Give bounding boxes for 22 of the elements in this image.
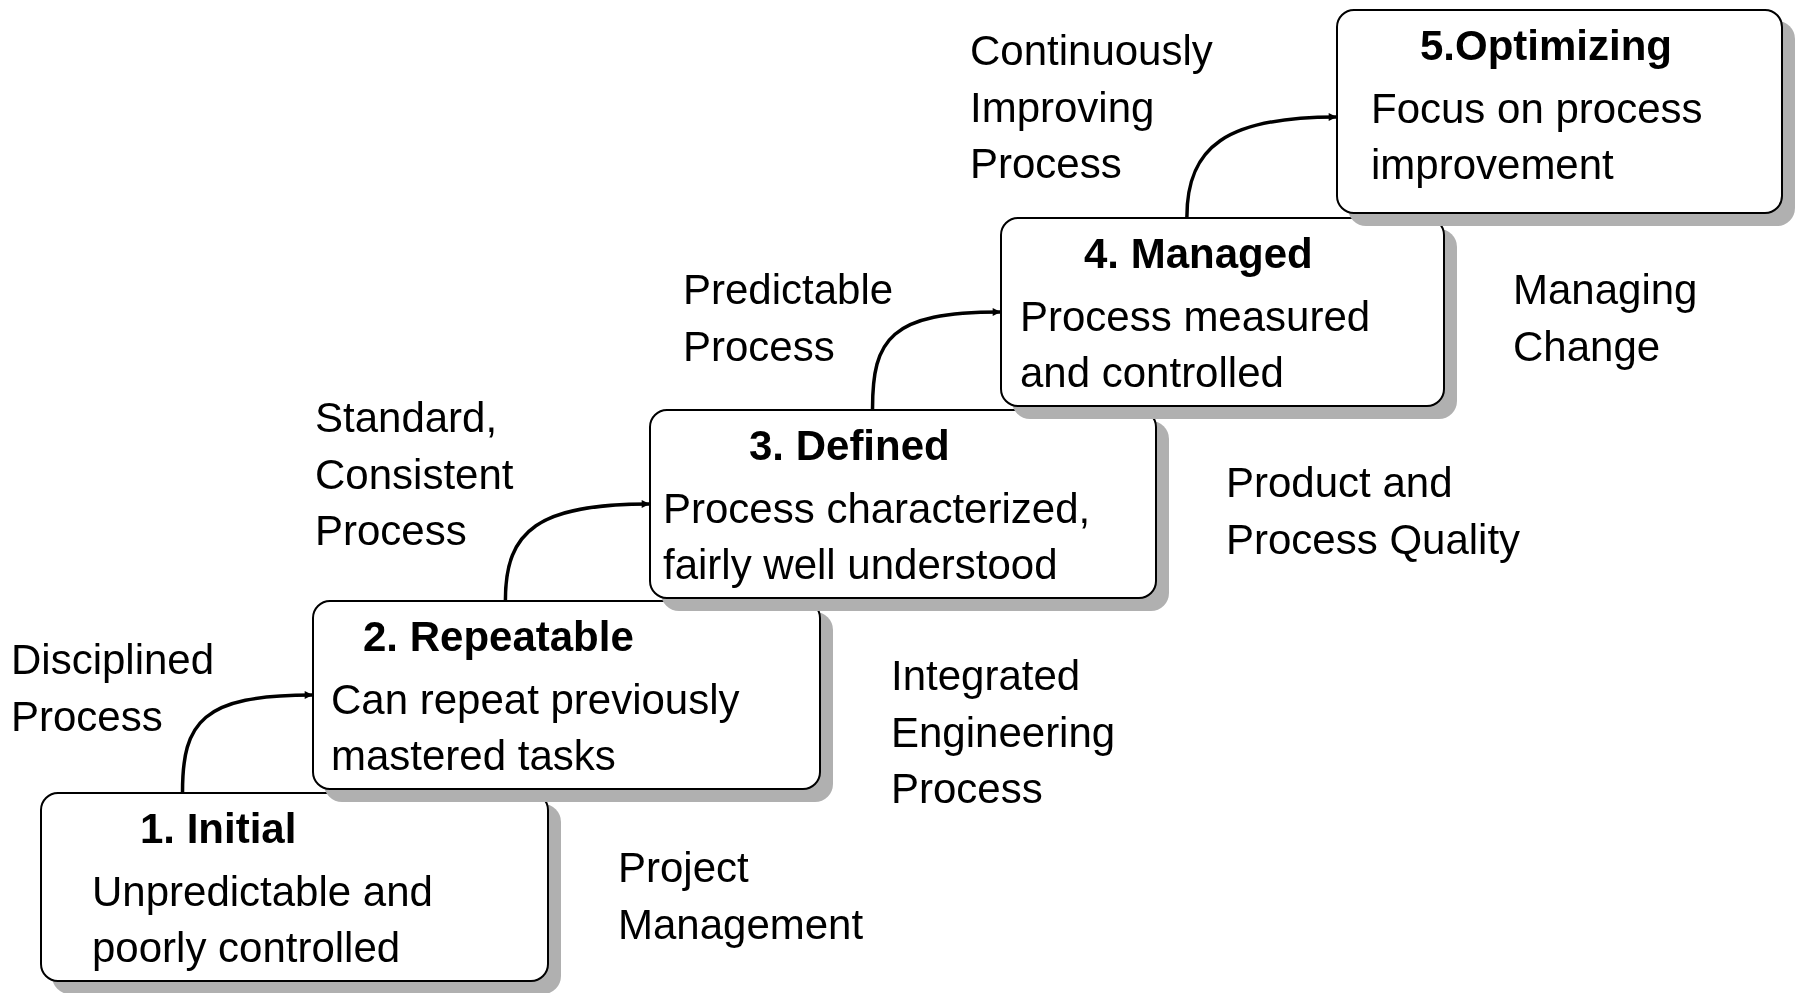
- side-note: Project Management: [618, 843, 865, 950]
- level-description: Process characterized, fairly well understood: [663, 484, 1092, 590]
- level-title: 3. Defined: [749, 421, 950, 471]
- side-note: Managing Change: [1513, 265, 1699, 372]
- side-note: Standard, Consistent Process: [315, 393, 515, 557]
- curved-arrow: [870, 308, 1001, 410]
- level-description: Unpredictable and poorly controlled: [92, 867, 434, 973]
- level-title: 4. Managed: [1084, 229, 1313, 279]
- level-title: 1. Initial: [140, 804, 297, 854]
- side-note: Product and Process Quality: [1226, 458, 1522, 565]
- curved-arrow: [180, 691, 313, 793]
- side-note: Predictable Process: [683, 265, 895, 372]
- side-note: Integrated Engineering Process: [891, 651, 1117, 815]
- level-title: 5.Optimizing: [1420, 21, 1672, 71]
- curved-arrow: [503, 500, 650, 601]
- curved-arrow: [1185, 113, 1337, 218]
- level-title: 2. Repeatable: [363, 612, 634, 662]
- side-note: Disciplined Process: [11, 635, 216, 742]
- level-description: Can repeat previously mastered tasks: [331, 675, 741, 781]
- level-description: Focus on process improvement: [1371, 84, 1704, 190]
- side-note: Continuously Improving Process: [970, 26, 1214, 190]
- level-description: Process measured and controlled: [1020, 292, 1372, 398]
